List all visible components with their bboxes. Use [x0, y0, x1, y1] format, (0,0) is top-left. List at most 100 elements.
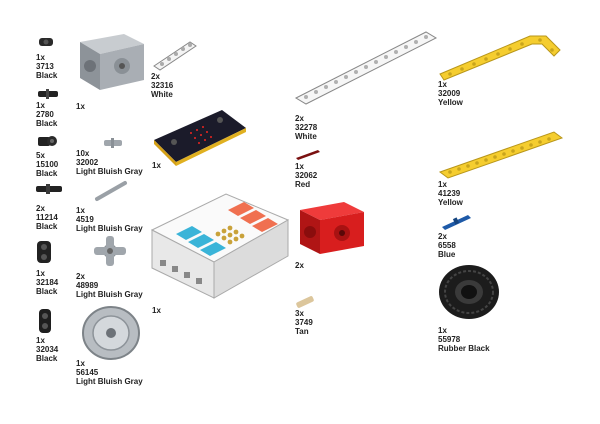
part-label-32062: 1x 32062 Red [295, 162, 317, 189]
part-id: 3749 [295, 318, 313, 327]
part-label-4519: 1x 4519 Light Bluish Gray [76, 206, 143, 233]
part-id: 15100 [36, 160, 59, 169]
part-id: 41239 [438, 189, 461, 198]
part-32184-icon [37, 241, 51, 263]
part-32009-bent-beam-icon [439, 35, 561, 81]
part-color: Light Bluish Gray [76, 167, 143, 176]
part-qty: 1x [36, 101, 45, 110]
part-qty: 3x [295, 309, 304, 318]
part-label-56145: 1x 56145 Light Bluish Gray [76, 359, 143, 386]
part-label-32184: 1x 32184 Black [36, 269, 58, 296]
part-id: 32316 [151, 81, 174, 90]
part-32034-icon [39, 309, 51, 333]
part-id: 32278 [295, 123, 318, 132]
part-qty: 2x [151, 72, 160, 81]
part-32002-icon [104, 138, 122, 148]
part-id: 32062 [295, 171, 318, 180]
part-color: Black [36, 354, 58, 363]
motor-red-icon [300, 202, 364, 254]
part-label-15100: 5x 15100 Black [36, 151, 58, 178]
part-qty: 2x [295, 114, 304, 123]
part-id: 3713 [36, 62, 54, 71]
part-id: 2780 [36, 110, 54, 119]
part-id: 4519 [76, 215, 94, 224]
part-15100-icon [38, 136, 57, 146]
part-41239-beam-icon [438, 131, 564, 179]
part-qty: 2x [295, 261, 304, 270]
part-color: Light Bluish Gray [76, 224, 143, 233]
part-3749-pin-icon [296, 296, 314, 308]
part-color: White [295, 132, 317, 141]
part-color: Light Bluish Gray [76, 290, 143, 299]
part-55978-tire-icon [439, 265, 499, 319]
part-id: 6558 [438, 241, 456, 250]
part-qty: 1x [36, 269, 45, 278]
part-color: Yellow [438, 98, 463, 107]
part-56145-wheel-icon [82, 306, 140, 360]
part-color: Tan [295, 327, 309, 336]
part-2780-icon [38, 89, 58, 99]
part-32316-beam-icon [153, 41, 197, 71]
part-4519-icon [95, 181, 127, 201]
part-label-55978: 1x 55978 Rubber Black [438, 326, 490, 353]
microbit-board-icon [154, 110, 246, 166]
part-color: White [151, 90, 173, 99]
part-qty: 2x [438, 232, 447, 241]
part-id: 32034 [36, 345, 59, 354]
part-label-32316: 2x 32316 White [151, 72, 173, 99]
part-color: Yellow [438, 198, 463, 207]
part-color: Black [36, 71, 58, 80]
part-qty: 1x [152, 306, 161, 315]
part-qty: 1x [76, 206, 85, 215]
part-label-motor-red: 2x [295, 261, 304, 270]
part-qty: 1x [76, 102, 85, 111]
part-label-32009: 1x 32009 Yellow [438, 80, 463, 107]
part-color: Blue [438, 250, 456, 259]
part-label-32278: 2x 32278 White [295, 114, 317, 141]
part-11214-icon [36, 184, 62, 194]
part-label-32002: 10x 32002 Light Bluish Gray [76, 149, 143, 176]
part-qty: 1x [438, 80, 447, 89]
expansion-board-icon [150, 193, 290, 299]
part-id: 32184 [36, 278, 59, 287]
part-32278-long-beam-icon [294, 31, 438, 105]
part-id: 32009 [438, 89, 461, 98]
motor-gray-icon [80, 34, 144, 90]
part-color: Rubber Black [438, 344, 490, 353]
part-qty: 1x [152, 161, 161, 170]
part-qty: 1x [438, 180, 447, 189]
part-qty: 1x [438, 326, 447, 335]
part-label-expansion-board: 1x [152, 306, 161, 315]
part-id: 11214 [36, 213, 58, 222]
part-label-3749: 3x 3749 Tan [295, 309, 313, 336]
part-label-32034: 1x 32034 Black [36, 336, 58, 363]
part-label-41239: 1x 41239 Yellow [438, 180, 463, 207]
part-label-microbit: 1x [152, 161, 161, 170]
part-3713-icon [39, 38, 53, 46]
part-color: Red [295, 180, 311, 189]
part-qty: 1x [36, 53, 45, 62]
part-id: 56145 [76, 368, 99, 377]
part-qty: 2x [36, 204, 45, 213]
part-qty: 1x [76, 359, 85, 368]
part-id: 48989 [76, 281, 99, 290]
part-label-motor-gray: 1x [76, 102, 85, 111]
part-color: Light Bluish Gray [76, 377, 143, 386]
part-id: 55978 [438, 335, 461, 344]
part-label-6558: 2x 6558 Blue [438, 232, 456, 259]
part-label-48989: 2x 48989 Light Bluish Gray [76, 272, 143, 299]
part-6558-pin-icon [442, 215, 471, 230]
part-32062-axle-icon [296, 150, 320, 160]
part-label-11214: 2x 11214 Black [36, 204, 58, 231]
part-color: Black [36, 222, 58, 231]
part-label-2780: 1x 2780 Black [36, 101, 57, 128]
part-qty: 1x [36, 336, 45, 345]
part-label-3713: 1x 3713 Black [36, 53, 57, 80]
part-qty: 5x [36, 151, 45, 160]
part-id: 32002 [76, 158, 99, 167]
part-color: Black [36, 169, 58, 178]
part-qty: 2x [76, 272, 85, 281]
part-48989-icon [94, 236, 126, 266]
part-color: Black [36, 119, 58, 128]
